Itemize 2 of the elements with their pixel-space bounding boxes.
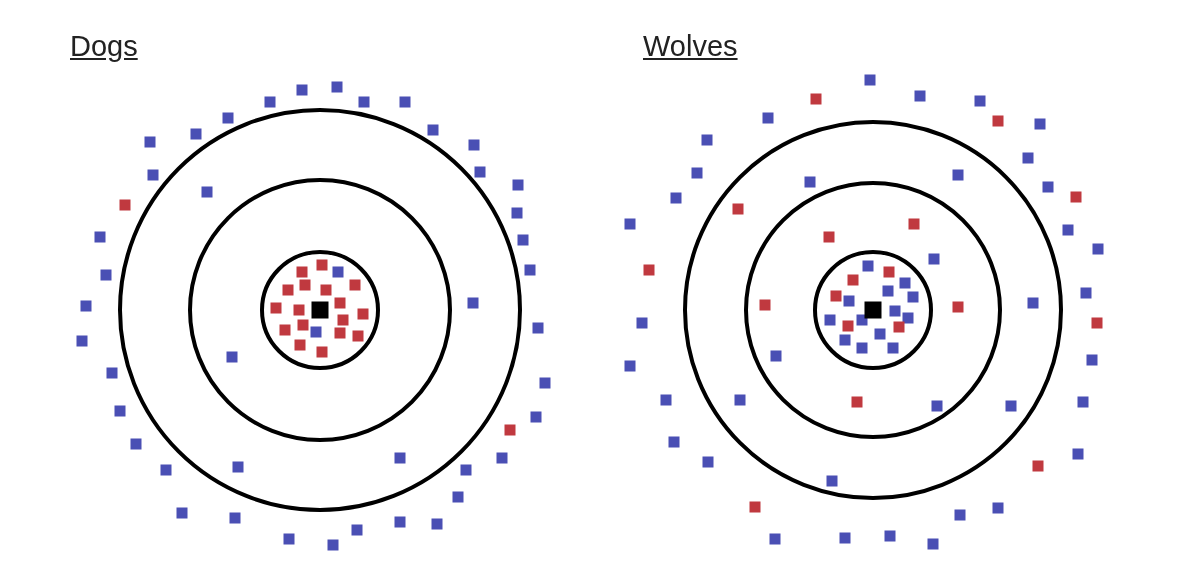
panel-heading: Dogs xyxy=(70,32,138,61)
panel-heading: Wolves xyxy=(643,32,738,61)
